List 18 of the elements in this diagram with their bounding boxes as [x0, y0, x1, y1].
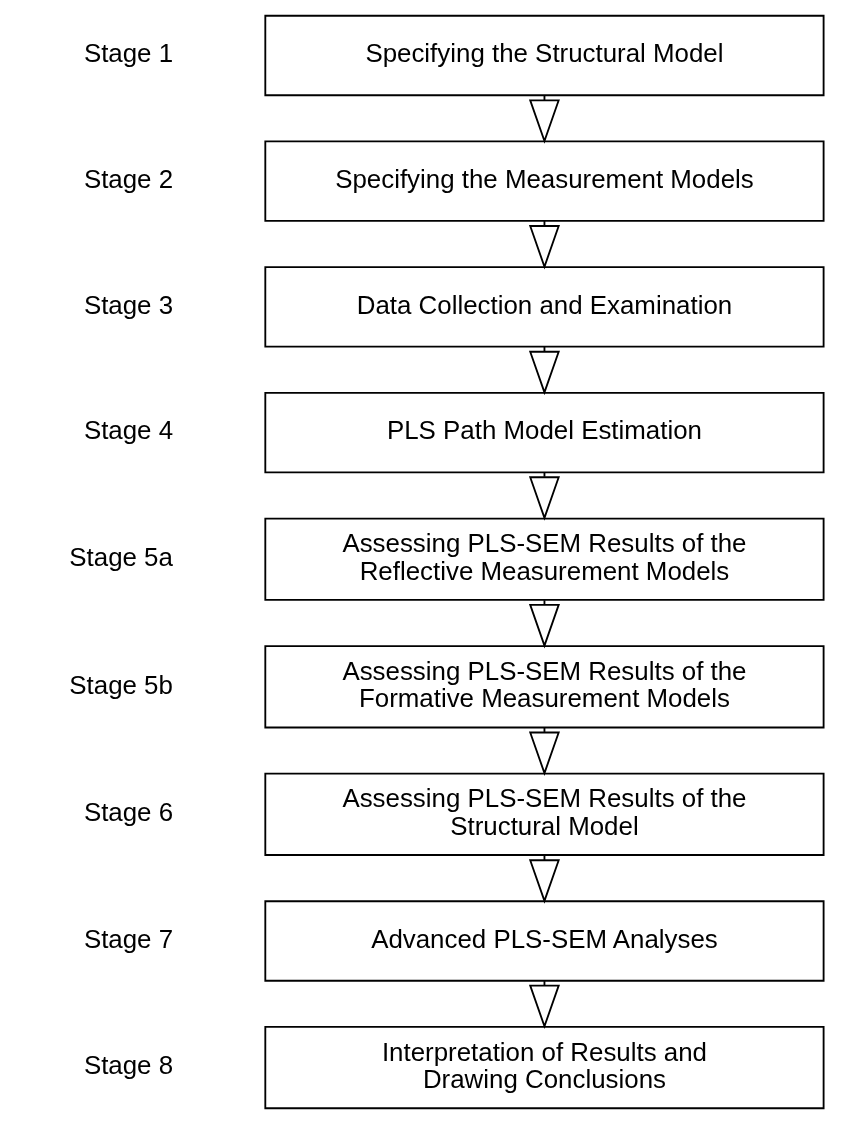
- node-label: Stage 2: [83, 165, 173, 194]
- node-label: Stage 6: [83, 798, 173, 827]
- node-label: Stage 5b: [68, 670, 173, 699]
- node-box: Data Collection and Examination: [263, 266, 825, 348]
- node-label: Stage 4: [83, 416, 173, 445]
- node-label: Stage 1: [83, 39, 173, 68]
- node-label: Stage 8: [83, 1051, 173, 1080]
- node-box: Assessing PLS-SEM Results of the Reflective Measurement Models: [263, 517, 825, 601]
- node-box: Specifying the Measurement Models: [263, 140, 825, 222]
- node-box: Assessing PLS-SEM Results of the Structural Model: [263, 772, 825, 856]
- node-label: Stage 5a: [68, 543, 173, 572]
- node-label: Stage 3: [83, 290, 173, 319]
- node-box: Specifying the Structural Model: [263, 14, 825, 97]
- node-box: Assessing PLS-SEM Results of the Formative Measurement Models: [263, 645, 825, 729]
- node-box: Interpretation of Results and Drawing Conclusions: [263, 1026, 825, 1110]
- node-box: PLS Path Model Estimation: [263, 391, 825, 474]
- node-box: Advanced PLS-SEM Analyses: [263, 900, 825, 982]
- node-label: Stage 7: [83, 924, 173, 953]
